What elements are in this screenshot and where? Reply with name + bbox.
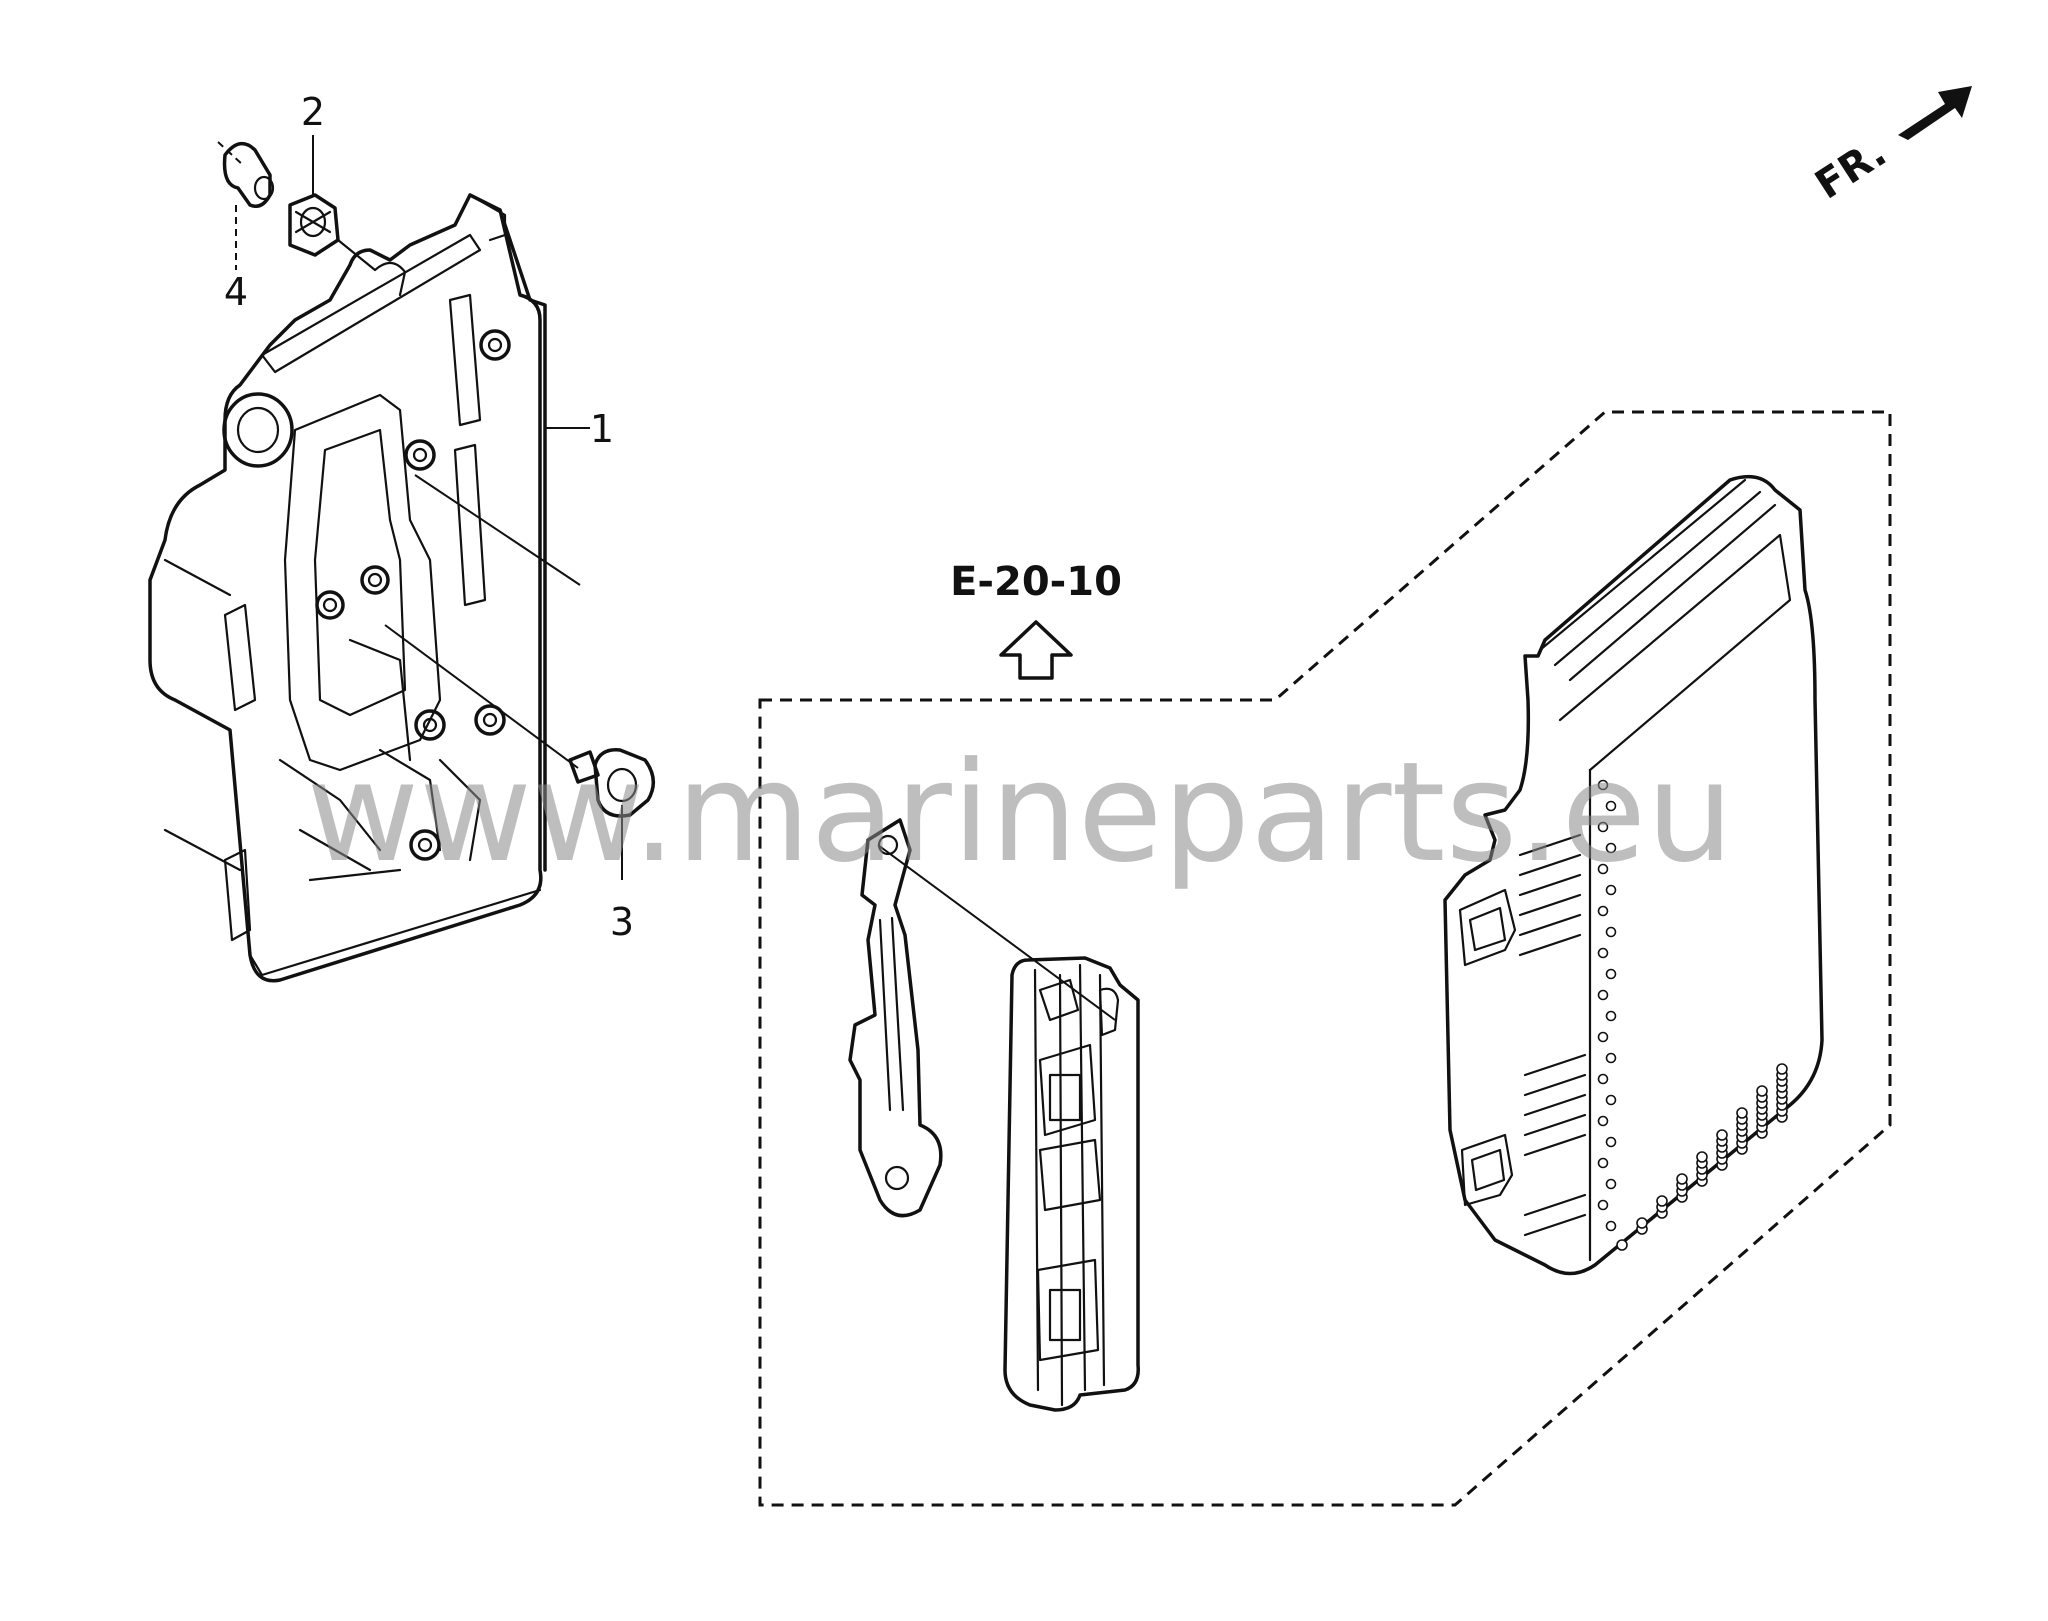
vent-hole — [1616, 1239, 1628, 1251]
vent-hole — [1605, 1178, 1617, 1190]
vent-hole — [1597, 779, 1609, 791]
vent-hole — [1776, 1063, 1788, 1075]
vent-hole — [1676, 1173, 1688, 1185]
ecu-bracket — [148, 193, 547, 983]
vent-hole — [1605, 884, 1617, 896]
vent-hole — [1696, 1151, 1708, 1163]
vent-hole — [1605, 1094, 1617, 1106]
vent-hole — [1756, 1085, 1768, 1097]
vent-hole — [1605, 1010, 1617, 1022]
vent-hole — [1605, 842, 1617, 854]
vent-hole — [1605, 926, 1617, 938]
cover-vent-holes — [1597, 779, 1788, 1251]
vent-hole — [1597, 1073, 1609, 1085]
collar-bushing — [222, 141, 275, 208]
ecu-cover — [1443, 474, 1824, 1276]
vent-hole — [1605, 1136, 1617, 1148]
vent-hole — [1656, 1195, 1668, 1207]
vent-hole — [1597, 863, 1609, 875]
vent-hole — [1597, 1031, 1609, 1043]
grommet-nut — [568, 748, 655, 818]
ecu-mount-plate — [848, 818, 943, 1218]
leader-lines — [217, 135, 623, 880]
vent-hole — [1597, 989, 1609, 1001]
vent-hole — [1605, 800, 1617, 812]
vent-hole — [1716, 1129, 1728, 1141]
callout-part-4: 4 — [224, 270, 248, 314]
vent-hole — [1597, 821, 1609, 833]
vent-hole — [1736, 1107, 1748, 1119]
vent-hole — [1597, 1115, 1609, 1127]
front-direction-indicator: FR. — [1807, 86, 1972, 209]
front-label: FR. — [1807, 130, 1894, 209]
callout-part-3: 3 — [610, 900, 634, 944]
callout-part-1: 1 — [590, 407, 614, 451]
vent-hole — [1597, 1157, 1609, 1169]
reference-label: E-20-10 — [950, 559, 1122, 605]
callout-part-2: 2 — [301, 90, 325, 134]
vent-hole — [1605, 968, 1617, 980]
vent-hole — [1597, 905, 1609, 917]
vent-hole — [1605, 1052, 1617, 1064]
watermark: www.marineparts.eu — [306, 732, 1733, 893]
ecu-module — [1003, 956, 1140, 1412]
vent-hole — [1597, 947, 1609, 959]
hex-nut — [288, 193, 340, 257]
front-arrow-icon — [1898, 86, 1972, 140]
ecu-leader — [877, 844, 1116, 1021]
vent-hole — [1597, 1199, 1609, 1211]
assembly-outline — [758, 410, 1892, 1507]
vent-hole — [1605, 1220, 1617, 1232]
vent-hole — [1636, 1217, 1648, 1229]
stud-boss — [336, 238, 407, 297]
reference-arrow — [999, 620, 1073, 680]
